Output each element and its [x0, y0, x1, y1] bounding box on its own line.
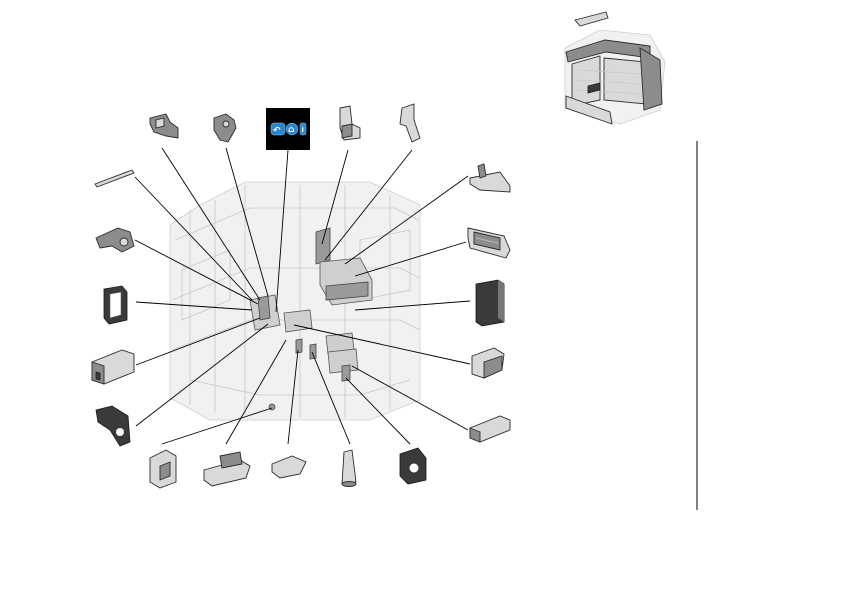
leader-line	[134, 176, 253, 301]
back-button[interactable]: ↶	[270, 122, 286, 136]
part-cam-arm[interactable]	[213, 113, 237, 143]
part-rail-top-right[interactable]	[469, 163, 511, 193]
info-icon: i	[302, 126, 304, 134]
leader-line	[321, 149, 349, 245]
leader-line	[287, 349, 299, 445]
part-slide-carriage[interactable]	[203, 451, 251, 487]
part-bracket-plate[interactable]	[95, 405, 131, 447]
leader-line	[225, 339, 287, 445]
leader-line	[135, 323, 269, 427]
leader-line	[161, 407, 273, 445]
part-side-bracket-b[interactable]	[399, 103, 421, 143]
home-icon: ⌂	[288, 125, 295, 135]
part-sensor-arm[interactable]	[95, 227, 135, 253]
leader-line	[354, 300, 471, 311]
part-seal-ring[interactable]	[103, 285, 128, 325]
leader-lines	[134, 147, 471, 445]
leader-line	[345, 377, 411, 445]
part-pad[interactable]	[475, 279, 505, 327]
leader-line	[135, 317, 261, 366]
leader-line	[324, 149, 413, 261]
leader-line	[225, 147, 269, 297]
part-cover-block[interactable]	[91, 349, 135, 385]
back-arrow-icon: ↶	[273, 126, 281, 136]
part-rod[interactable]	[94, 169, 135, 188]
home-button[interactable]: ⌂	[285, 122, 299, 136]
leader-line	[344, 175, 469, 265]
part-gear-frame[interactable]	[467, 227, 511, 259]
nav-badge: ↶ ⌂ i	[266, 108, 310, 150]
part-linkage-top-left[interactable]	[149, 113, 179, 139]
leader-line	[354, 241, 467, 277]
part-mount-plate[interactable]	[399, 447, 427, 485]
part-latch-block[interactable]	[149, 449, 177, 489]
leader-line	[161, 147, 261, 301]
leader-line	[351, 365, 469, 431]
core-assembly	[249, 227, 373, 411]
part-duct[interactable]	[469, 415, 511, 443]
leader-line	[134, 239, 259, 305]
ghost-printer-frame	[169, 181, 421, 421]
leader-line	[275, 149, 289, 313]
leader-line	[311, 351, 351, 445]
part-cover-plate[interactable]	[271, 455, 307, 479]
info-button[interactable]: i	[299, 122, 307, 136]
leader-line	[135, 301, 253, 311]
leader-line	[293, 324, 471, 365]
part-spindle[interactable]	[341, 449, 357, 487]
part-side-bracket-a[interactable]	[339, 105, 361, 141]
part-housing-right[interactable]	[471, 347, 505, 379]
assembly-thumbnail	[564, 11, 666, 125]
